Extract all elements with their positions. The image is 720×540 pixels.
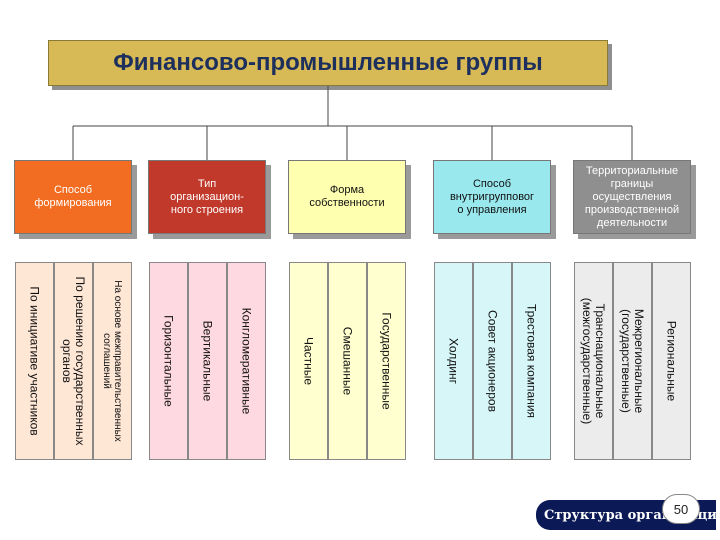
- category-label: Способ внутригрупповог о управления: [449, 177, 535, 216]
- item-label: Частные: [301, 336, 316, 386]
- item-label: По инициативе участников: [27, 286, 42, 436]
- item-column: Государственные: [366, 262, 406, 460]
- category-label: Территориальные границы осуществления пр…: [584, 164, 680, 229]
- item-label: Конгломеративные: [239, 307, 254, 415]
- item-column: Конгломеративные: [226, 262, 266, 460]
- item-label: Совет акционеров: [485, 310, 500, 412]
- item-column: Горизонтальные: [148, 262, 188, 460]
- item-column: Трестовая компания: [511, 262, 551, 460]
- category-box-3: Форма собственности: [288, 160, 406, 234]
- item-label: Государственные: [379, 312, 394, 410]
- item-label: Трестовая компания: [524, 303, 539, 419]
- category-label: Форма собственности: [309, 184, 385, 209]
- item-label: По решению государственных органов: [60, 276, 87, 446]
- item-column: Межрегиональные (государственные): [612, 262, 652, 460]
- item-column: На основе межправительственных соглашени…: [92, 262, 132, 460]
- page-number: 50: [662, 494, 700, 524]
- category-label: Способ формирования: [34, 184, 112, 209]
- item-column: Вертикальные: [187, 262, 227, 460]
- item-column: Региональные: [651, 262, 691, 460]
- item-column: Транснациональные (межгосударственные): [573, 262, 613, 460]
- category-box-2: Тип организацион- ного строения: [148, 160, 266, 234]
- item-label: Региональные: [664, 320, 679, 402]
- item-label: Смешанные: [340, 326, 355, 396]
- category-box-1: Способ формирования: [14, 160, 132, 234]
- item-column: Холдинг: [433, 262, 473, 460]
- item-column: Частные: [288, 262, 328, 460]
- diagram-title: Финансово-промышленные группы: [48, 40, 608, 86]
- item-label: Межрегиональные (государственные): [619, 308, 646, 414]
- item-column: По решению государственных органов: [53, 262, 93, 460]
- item-label: Вертикальные: [200, 320, 215, 402]
- item-column: Смешанные: [327, 262, 367, 460]
- item-label: На основе межправительственных соглашени…: [101, 280, 123, 442]
- item-label: Транснациональные (межгосударственные): [580, 297, 607, 425]
- item-column: По инициативе участников: [14, 262, 54, 460]
- category-label: Тип организацион- ного строения: [170, 177, 244, 216]
- item-column: Совет акционеров: [472, 262, 512, 460]
- item-label: Холдинг: [446, 338, 461, 384]
- item-label: Горизонтальные: [161, 315, 176, 407]
- category-box-5: Территориальные границы осуществления пр…: [573, 160, 691, 234]
- category-box-4: Способ внутригрупповог о управления: [433, 160, 551, 234]
